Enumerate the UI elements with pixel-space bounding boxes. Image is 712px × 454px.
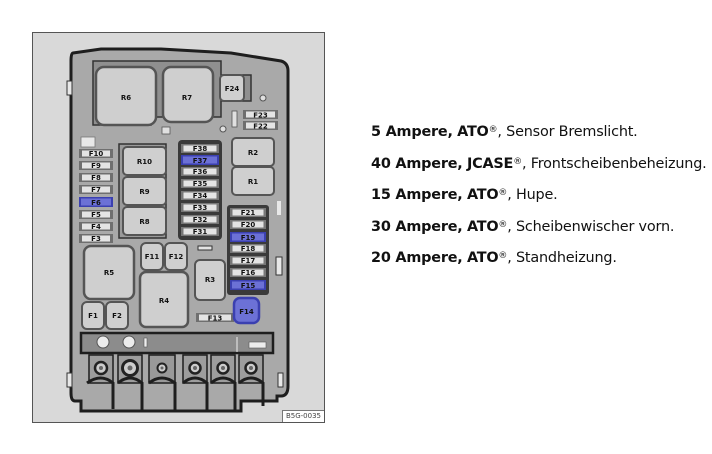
svg-text:F20: F20: [241, 221, 256, 229]
svg-text:F4: F4: [91, 223, 101, 231]
svg-text:F22: F22: [253, 123, 268, 131]
svg-text:F1: F1: [88, 312, 98, 320]
svg-text:F9: F9: [91, 162, 101, 170]
svg-text:F8: F8: [91, 174, 101, 182]
svg-text:F15: F15: [241, 282, 256, 290]
svg-text:F3: F3: [91, 235, 101, 243]
fuse-f11: [140, 242, 164, 271]
svg-text:F7: F7: [91, 186, 101, 194]
fuse-f24-label: F24: [225, 85, 240, 93]
relay-r4: [138, 270, 190, 329]
legend-item-3: 15 Ampere, ATO®, Hupe.: [371, 187, 558, 203]
svg-text:F38: F38: [193, 145, 208, 153]
svg-text:F10: F10: [89, 150, 104, 158]
fuse-f1: [81, 301, 105, 330]
fuse-f23: F23: [243, 110, 278, 120]
fuse-f22: F22: [243, 121, 278, 131]
relay-r6: [94, 65, 158, 127]
fuse-f24: [219, 74, 245, 102]
svg-text:F16: F16: [241, 269, 256, 277]
svg-text:F34: F34: [193, 192, 208, 200]
fuse-f12: [164, 242, 188, 271]
fuse-f13: F13: [196, 313, 234, 323]
svg-text:F18: F18: [241, 245, 256, 253]
svg-text:F36: F36: [193, 168, 208, 176]
svg-text:R2: R2: [248, 149, 258, 157]
svg-text:F33: F33: [193, 204, 208, 212]
relay-r6-label: R6: [121, 94, 131, 102]
fuse-box-drawing: R6 R7 F24 F23 F22 F10 F9 F8 F7 F6 F5 F4: [66, 47, 290, 413]
svg-text:F2: F2: [112, 312, 122, 320]
relay-r1: [231, 166, 275, 196]
relay-r9: [122, 176, 167, 206]
fuse-column-center: F38 F37 F36 F35 F34 F33 F32 F31: [181, 144, 219, 236]
relay-r7-label: R7: [182, 94, 192, 102]
svg-text:R10: R10: [137, 158, 152, 166]
svg-text:F14: F14: [239, 308, 254, 316]
relay-r8: [122, 206, 167, 236]
relay-r7: [161, 65, 215, 124]
svg-text:R8: R8: [139, 218, 149, 226]
relay-r5: [82, 244, 136, 301]
svg-text:R1: R1: [248, 178, 258, 186]
svg-text:F5: F5: [91, 211, 101, 219]
fuse-f15-highlighted: F15: [230, 280, 266, 290]
terminal-posts: [88, 354, 264, 384]
svg-text:R4: R4: [159, 297, 169, 305]
svg-text:F11: F11: [145, 253, 160, 261]
svg-text:F19: F19: [241, 234, 256, 242]
svg-text:F32: F32: [193, 216, 208, 224]
fuse-box-diagram: R6 R7 F24 F23 F22 F10 F9 F8 F7 F6 F5 F4: [32, 32, 325, 423]
legend-item-4: 30 Ampere, ATO®, Scheibenwischer vorn.: [371, 218, 675, 235]
figure-code: B5G-0035: [281, 410, 324, 422]
svg-text:R5: R5: [104, 269, 114, 277]
legend-item-5: 20 Ampere, ATO®, Standheizung.: [371, 250, 617, 266]
fuse-f6-highlighted: F6: [79, 197, 113, 207]
svg-text:F12: F12: [169, 253, 184, 261]
relay-r10: [122, 146, 167, 176]
svg-text:F6: F6: [91, 199, 101, 207]
fuse-column-right: F21 F20 F19 F18 F17 F16 F15: [230, 208, 266, 290]
terminal-bar: [79, 331, 275, 355]
svg-text:R3: R3: [205, 276, 215, 284]
svg-text:F31: F31: [193, 228, 208, 236]
legend-item-2: 40 Ampere, JCASE®, Frontscheibenbeheizun…: [371, 155, 707, 172]
svg-text:F37: F37: [193, 157, 208, 165]
fuse-legend: 5 Ampere, ATO®, Sensor Bremslicht. 40 Am…: [371, 120, 707, 278]
svg-text:F13: F13: [208, 315, 223, 323]
svg-text:F17: F17: [241, 257, 256, 265]
svg-text:F21: F21: [241, 209, 256, 217]
svg-text:R9: R9: [139, 188, 149, 196]
fuse-f14-highlighted: [232, 296, 261, 325]
relay-r3: [194, 259, 226, 301]
legend-item-1: 5 Ampere, ATO®, Sensor Bremslicht.: [371, 124, 638, 140]
fuse-f19-highlighted: F19: [230, 232, 266, 242]
fuse-f37-highlighted: F37: [181, 155, 219, 165]
svg-text:F35: F35: [193, 180, 208, 188]
svg-text:F23: F23: [253, 112, 268, 120]
fuse-column-left: F10 F9 F8 F7 F6 F5 F4 F3: [79, 149, 113, 243]
fuse-f2: [105, 301, 129, 330]
